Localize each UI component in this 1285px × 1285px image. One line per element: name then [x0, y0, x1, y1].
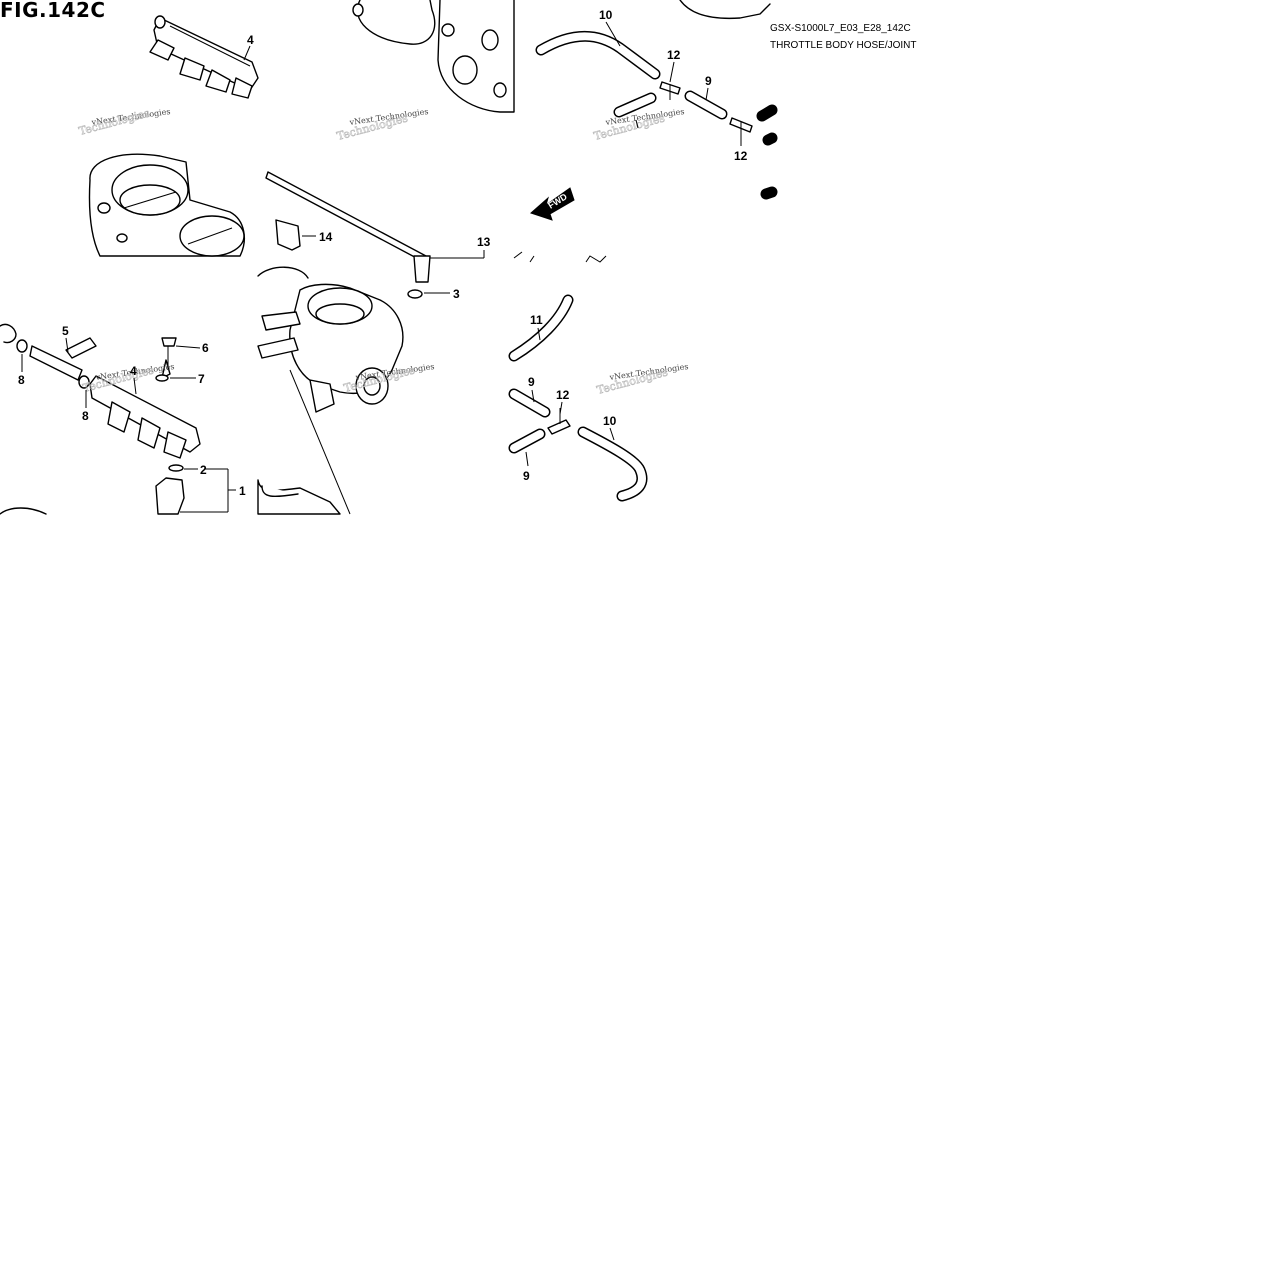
throttle-body-top-fragment — [352, 0, 515, 113]
callout-12-top-right: 12 — [734, 149, 748, 163]
callout-10-bottom: 10 — [603, 414, 617, 428]
callout-9-bottom: 9 — [523, 469, 530, 483]
fuel-rail-bottom — [0, 323, 201, 515]
callout-2: 2 — [200, 463, 207, 477]
callout-12-top: 12 — [667, 48, 681, 62]
figure-title: FIG.142C — [0, 0, 106, 22]
leader-lines — [21, 21, 742, 513]
callout-12-bottom: 12 — [556, 388, 570, 402]
callout-7: 7 — [198, 372, 205, 386]
callout-11: 11 — [530, 313, 543, 327]
callout-4-top: 4 — [247, 33, 254, 47]
watermark-1-big: Technologies — [77, 106, 151, 137]
throttle-body-left — [88, 153, 246, 257]
throttle-body-center — [257, 171, 431, 515]
callout-9-top: 9 — [705, 74, 712, 88]
callout-1: 1 — [239, 484, 246, 498]
fuel-rail-top — [149, 15, 259, 99]
callout-10-top: 10 — [599, 8, 613, 22]
callout-4-bottom: 4 — [130, 364, 137, 378]
hose-assembly-top — [535, 0, 778, 200]
callout-numbers: 4 10 12 9 12 14 13 3 5 6 7 4 8 8 2 1 11 … — [18, 8, 748, 498]
callout-9-bottom-top: 9 — [528, 375, 535, 389]
hose-assembly-bottom — [508, 251, 648, 502]
callout-5: 5 — [62, 324, 69, 338]
figure-code: GSX-S1000L7_E03_E28_142C — [770, 23, 911, 34]
callout-14: 14 — [319, 230, 333, 244]
figure-subtitle: THROTTLE BODY HOSE/JOINT — [770, 40, 917, 51]
forward-direction-arrow: FWD — [530, 187, 575, 221]
callout-13: 13 — [477, 235, 491, 249]
callout-8-left: 8 — [18, 373, 25, 387]
callout-8-center: 8 — [82, 409, 89, 423]
callout-3: 3 — [453, 287, 460, 301]
callout-6: 6 — [202, 341, 209, 355]
